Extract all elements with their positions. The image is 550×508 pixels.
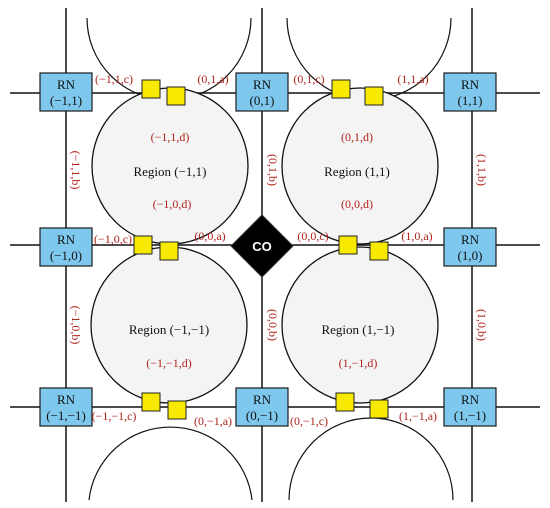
link-label: (0,0,c) [297, 229, 328, 243]
coupler [364, 86, 384, 106]
link-label: (−1,1,c) [95, 72, 133, 86]
rn-node-m1-m1[interactable]: RN (−1,−1) [39, 387, 93, 427]
rn-node-title: RN [253, 77, 272, 92]
rn-node-coords: (1,0) [458, 248, 483, 263]
link-label: (0,−1,a) [194, 414, 232, 428]
link-label-vertical: (−1,1,b) [69, 151, 83, 190]
arc-bottom-right [288, 417, 454, 501]
coupler [133, 235, 153, 255]
coupler [369, 241, 389, 261]
region-label: Region (−1,−1) [129, 322, 209, 337]
rn-node-coords: (−1,−1) [46, 408, 86, 423]
rn-node-title: RN [57, 77, 76, 92]
coupler [335, 392, 355, 412]
link-label: (0,−1,c) [290, 414, 328, 428]
rn-node-1-0[interactable]: RN (1,0) [443, 227, 497, 267]
region-label: Region (1,−1) [321, 322, 394, 337]
coupler [338, 235, 358, 255]
link-label-vertical: (1,0,b) [475, 309, 489, 341]
region-top-label: (0,1,d) [341, 130, 373, 144]
rn-node-title: RN [461, 232, 480, 247]
link-label-vertical: (0,0,b) [266, 309, 280, 341]
coupler [141, 392, 161, 412]
rn-node-title: RN [253, 392, 272, 407]
link-label: (−1,0,c) [94, 232, 132, 246]
link-label: (0,1,a) [197, 72, 228, 86]
couplers [133, 79, 389, 420]
rn-node-m1-1[interactable]: RN (−1,1) [39, 72, 93, 112]
coupler [159, 241, 179, 261]
region-circle-1-1 [281, 87, 439, 245]
rn-node-m1-0[interactable]: RN (−1,0) [39, 227, 93, 267]
region-bottom-label: (1,−1,d) [339, 356, 378, 370]
rn-node-title: RN [461, 77, 480, 92]
link-label: (1,1,a) [397, 72, 428, 86]
link-label: (−1,−1,c) [92, 409, 137, 423]
region-circle-1-m1 [281, 246, 439, 404]
rn-node-1-1[interactable]: RN (1,1) [443, 72, 497, 112]
central-office-node[interactable]: CO [230, 214, 294, 278]
rn-node-coords: (−1,1) [50, 93, 82, 108]
coupler [369, 399, 389, 419]
rn-node-coords: (1,−1) [454, 408, 486, 423]
region-bottom-label: (−1,−1,d) [146, 356, 192, 370]
link-label-vertical: (1,1,b) [475, 154, 489, 186]
region-label: Region (1,1) [324, 164, 390, 179]
rn-node-title: RN [57, 392, 76, 407]
rn-node-coords: (1,1) [458, 93, 483, 108]
coupler [167, 400, 187, 420]
rn-node-title: RN [57, 232, 76, 247]
rn-node-1-m1[interactable]: RN (1,−1) [443, 387, 497, 427]
link-label-vertical: (−1,0,b) [69, 306, 83, 345]
rn-node-title: RN [461, 392, 480, 407]
rn-node-coords: (−1,0) [50, 248, 82, 263]
region-bottom-label: (−1,0,d) [153, 197, 192, 211]
region-label: Region (−1,1) [133, 164, 206, 179]
region-bottom-label: (0,0,d) [341, 197, 373, 211]
link-label-vertical: (0,1,b) [266, 154, 280, 186]
rn-node-0-1[interactable]: RN (0,1) [235, 72, 289, 112]
link-label: (1,0,a) [401, 229, 432, 243]
rn-node-coords: (0,−1) [246, 408, 278, 423]
coupler [141, 79, 161, 99]
link-label: (1,−1,a) [399, 409, 437, 423]
link-label: (0,0,a) [194, 229, 225, 243]
co-label: CO [252, 239, 272, 254]
coupler [331, 79, 351, 99]
link-label: (0,1,c) [293, 72, 324, 86]
arc-bottom-left [88, 426, 253, 501]
region-top-label: (−1,1,d) [151, 130, 190, 144]
rn-node-coords: (0,1) [250, 93, 275, 108]
coupler [166, 86, 186, 106]
rn-node-0-m1[interactable]: RN (0,−1) [235, 387, 289, 427]
